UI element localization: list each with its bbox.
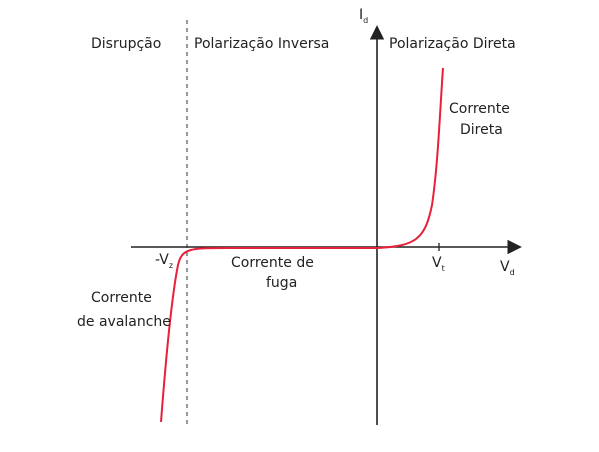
forward-current-line1: Corrente <box>449 101 510 117</box>
region-forward-label: Polarização Direta <box>389 36 516 52</box>
y-axis-symbol: I <box>359 7 363 23</box>
iv-curve <box>160 67 444 423</box>
x-axis-symbol: V <box>500 259 510 275</box>
leakage-current-line1: Corrente de <box>231 255 314 271</box>
forward-current-line2: Direta <box>460 122 503 138</box>
breakdown-voltage-symbol: -V <box>155 252 169 268</box>
y-axis-subscript: d <box>363 16 368 25</box>
threshold-voltage-label: Vt <box>432 255 445 273</box>
region-breakdown-label: Disrupção <box>91 36 161 52</box>
threshold-voltage-subscript: t <box>442 264 445 273</box>
y-axis-label: Id <box>359 7 368 25</box>
x-axis-subscript: d <box>510 268 515 277</box>
avalanche-current-line1: Corrente <box>91 290 152 306</box>
threshold-voltage-symbol: V <box>432 255 442 271</box>
leakage-current-line2: fuga <box>266 275 297 291</box>
breakdown-voltage-subscript: z <box>169 261 173 270</box>
x-axis-label: Vd <box>500 259 515 277</box>
breakdown-voltage-label: -Vz <box>155 252 173 270</box>
region-reverse-label: Polarização Inversa <box>194 36 329 52</box>
avalanche-current-line2: de avalanche <box>77 314 171 330</box>
